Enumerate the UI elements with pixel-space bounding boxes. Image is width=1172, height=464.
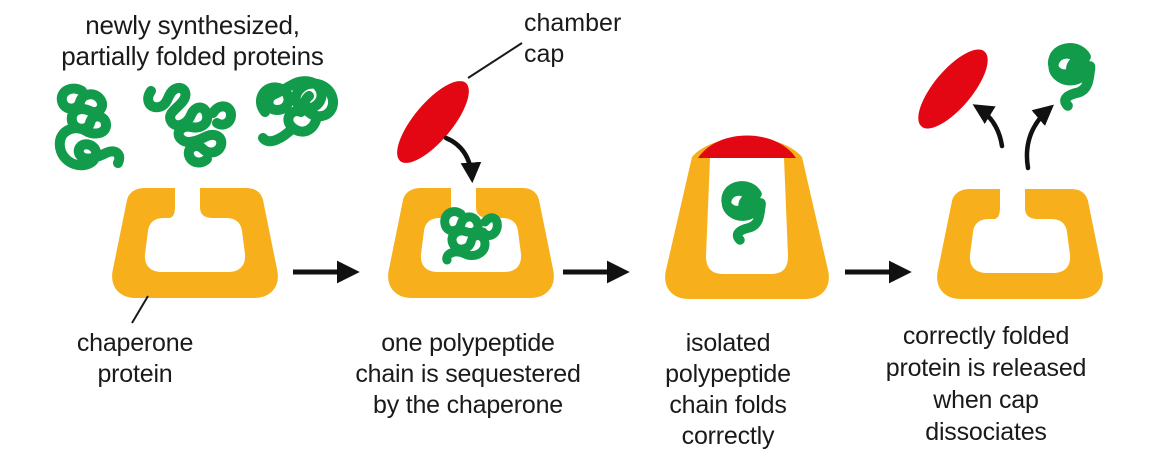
sequestered-protein-squiggle [440, 207, 502, 265]
cap-leader-line [467, 42, 523, 79]
leader-line [131, 295, 149, 324]
arrow-curved-up-right-icon [1024, 104, 1054, 171]
protein-squiggle-path [143, 83, 236, 168]
chamber-cap-icon [918, 49, 988, 129]
chamber-cap-ellipse [397, 81, 469, 163]
arrow-right-icon [293, 260, 360, 284]
chamber-cap-group [397, 42, 523, 184]
closed-chaperone-chamber [665, 135, 829, 299]
arrow-right-icon [563, 260, 630, 284]
arrow-curved-up-left-icon [972, 104, 1005, 149]
chamber-cap-closed-icon [698, 135, 796, 158]
release-arrows-group [972, 104, 1054, 171]
unfolded-protein-icon [256, 76, 339, 147]
arrow-curved-down-icon [443, 135, 482, 184]
chaperone-protein-shape [937, 189, 1103, 299]
released-cap-group [918, 49, 988, 129]
stage-label-chaperone-protein: chaperone protein [76, 329, 194, 388]
chaperone-protein-shape [388, 188, 554, 298]
protein-squiggle-path [54, 83, 125, 171]
stage-label-released: correctly folded protein is released whe… [885, 322, 1087, 446]
heading-newly-synthesized: newly synthesized, partially folded prot… [61, 10, 324, 71]
arrow-right-icon [845, 260, 912, 284]
chaperone-body [112, 188, 278, 298]
chamber-cap-icon [397, 81, 469, 163]
unfolded-protein-icon [143, 83, 236, 168]
stage-label-isolated-folds: isolated polypeptide chain folds correct… [665, 329, 791, 450]
annotation-chamber-cap: chamber cap [524, 9, 622, 68]
protein-squiggle-path [256, 76, 339, 147]
stage-label-sequestered: one polypeptide chain is sequestered by … [355, 329, 581, 419]
chaperone-protein-shape [112, 188, 278, 298]
chaperone-body [937, 189, 1103, 299]
unfolded-protein-icon [54, 83, 125, 171]
